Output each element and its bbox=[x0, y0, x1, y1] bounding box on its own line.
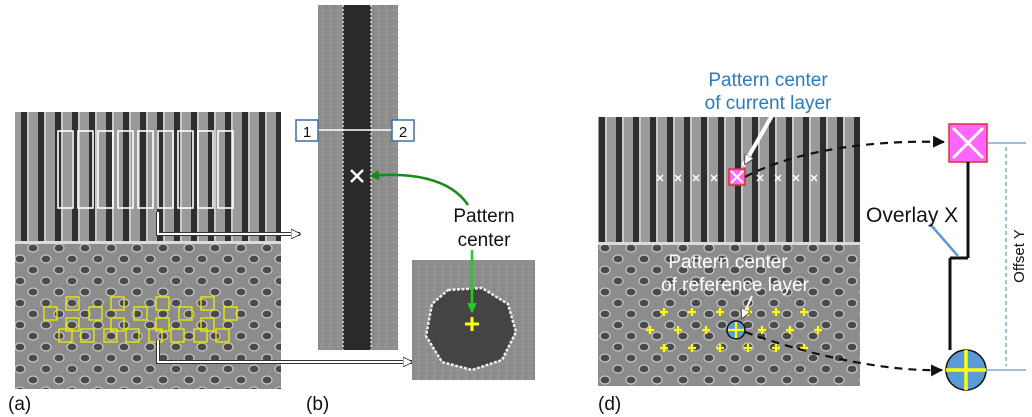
reference-center-transfer-arrow bbox=[744, 330, 943, 377]
connector-arrow-top bbox=[157, 212, 300, 234]
grating-image bbox=[15, 112, 281, 245]
reference-center-big-cross-icon bbox=[946, 350, 986, 390]
current-center-big-x-icon bbox=[951, 126, 985, 160]
reference-center-pointer bbox=[742, 295, 753, 318]
layer-boundary-d bbox=[598, 242, 860, 245]
reference-layer-label-line1: Pattern center bbox=[668, 252, 788, 273]
panel-b-label: (b) bbox=[306, 394, 329, 415]
marker-2-box bbox=[391, 119, 415, 142]
current-layer-marks bbox=[656, 174, 818, 182]
hole-measurement-boxes bbox=[43, 296, 238, 343]
pattern-center-arrow bbox=[369, 170, 470, 206]
panel-b: 1 2 Pattern center (b) bbox=[295, 5, 535, 415]
reference-layer-marks bbox=[646, 308, 822, 352]
marker-2-label: 2 bbox=[399, 124, 407, 141]
reference-layer-image bbox=[598, 245, 860, 386]
panel-a: (a) bbox=[8, 112, 412, 415]
hole-array-image bbox=[15, 244, 281, 389]
reference-center-cross-icon bbox=[728, 322, 744, 338]
marker-1-box bbox=[295, 119, 319, 142]
pattern-center-line1: Pattern bbox=[453, 206, 514, 227]
grating-measurement-boxes bbox=[57, 130, 234, 209]
reference-layer-label-line2: of reference layer bbox=[661, 275, 810, 296]
crosshair-icon bbox=[465, 317, 479, 331]
overlay-x-label: Overlay X bbox=[866, 204, 958, 227]
x-mark-icon bbox=[350, 169, 364, 183]
current-center-transfer-arrow bbox=[744, 135, 945, 178]
current-layer-label-line2: of current layer bbox=[705, 93, 832, 114]
offset-y-label: Offset Y bbox=[1011, 229, 1028, 283]
connector-arrow-bottom bbox=[157, 340, 412, 362]
current-center-pointer bbox=[745, 113, 774, 164]
panel-a-label: (a) bbox=[8, 394, 31, 415]
panel-d: Pattern center of current layer Pattern … bbox=[598, 70, 1028, 415]
layer-boundary bbox=[15, 241, 281, 244]
overlay-x-pointer bbox=[929, 223, 959, 257]
pattern-center-line2: center bbox=[458, 230, 511, 251]
panel-d-label: (d) bbox=[598, 394, 621, 415]
marker-1-label: 1 bbox=[303, 124, 311, 141]
current-center-x-icon bbox=[730, 170, 744, 184]
current-layer-label-line1: Pattern center bbox=[708, 70, 828, 91]
